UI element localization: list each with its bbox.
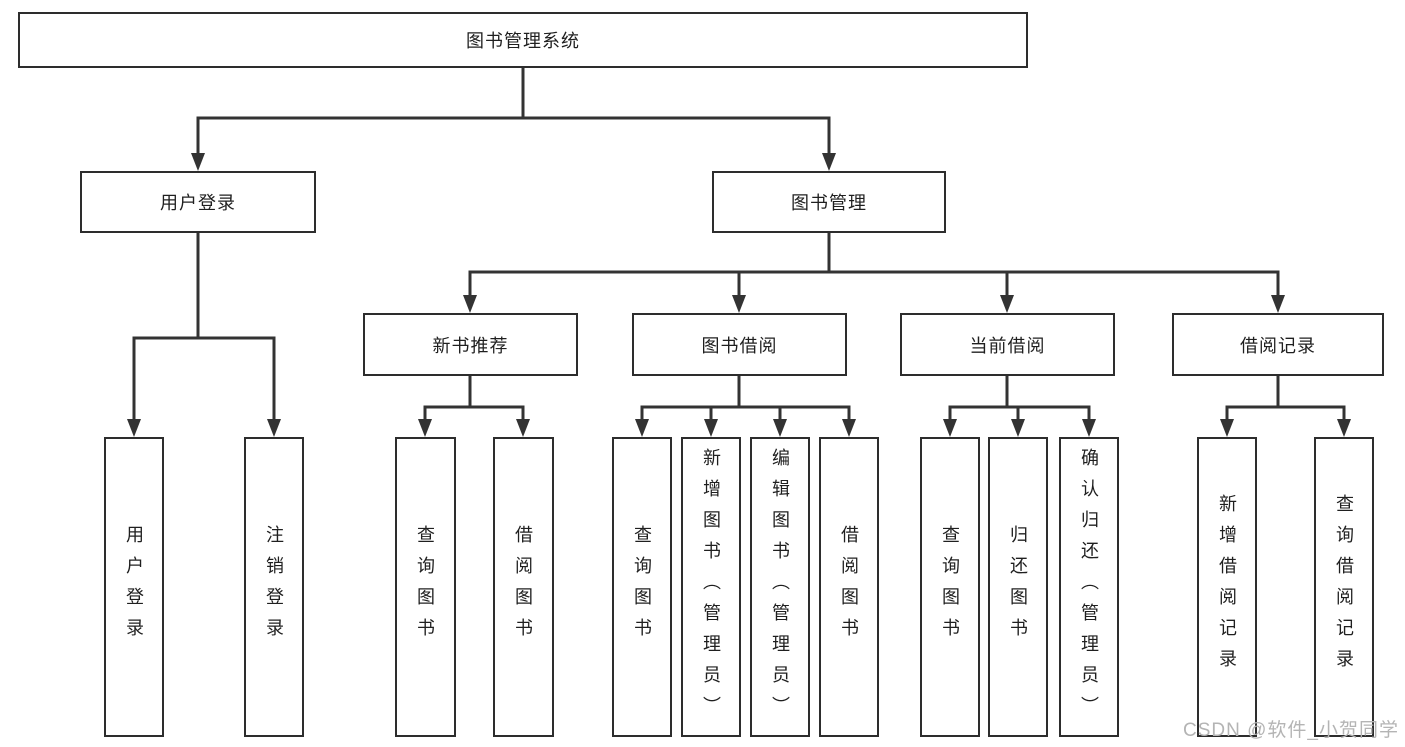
connector-root-to-level2 xyxy=(191,66,836,171)
connector-current-borrowing-to-leaves xyxy=(943,374,1096,437)
node-current-borrowing: 当前借阅 xyxy=(900,313,1115,376)
node-query-books-3: 查询图书 xyxy=(920,437,980,737)
watermark: CSDN @软件_小贺同学 xyxy=(1183,720,1399,741)
connector-new-book-recommendation-to-leaves xyxy=(418,374,530,437)
node-borrow-books-2: 借阅图书 xyxy=(819,437,879,737)
node-user-login-action: 用户登录 xyxy=(104,437,164,737)
node-borrow-books-1: 借阅图书 xyxy=(493,437,554,737)
node-logout: 注销登录 xyxy=(244,437,304,737)
node-query-books-1: 查询图书 xyxy=(395,437,456,737)
node-add-borrow-record: 新增借阅记录 xyxy=(1197,437,1257,737)
node-book-borrowing: 图书借阅 xyxy=(632,313,847,376)
node-user-login: 用户登录 xyxy=(80,171,316,233)
connector-user-login-to-leaves xyxy=(127,231,281,437)
node-return-books: 归还图书 xyxy=(988,437,1048,737)
node-query-borrow-record: 查询借阅记录 xyxy=(1314,437,1374,737)
connector-book-management-to-level3 xyxy=(463,231,1285,313)
node-edit-book-admin: 编辑图书（管理员） xyxy=(750,437,810,737)
connector-book-borrowing-to-leaves xyxy=(635,374,856,437)
node-library-management-system: 图书管理系统 xyxy=(18,12,1028,68)
node-borrowing-records: 借阅记录 xyxy=(1172,313,1384,376)
node-new-book-recommendation: 新书推荐 xyxy=(363,313,578,376)
connector-borrowing-records-to-leaves xyxy=(1220,374,1351,437)
node-book-management: 图书管理 xyxy=(712,171,946,233)
node-confirm-return-admin: 确认归还（管理员） xyxy=(1059,437,1119,737)
node-add-book-admin: 新增图书（管理员） xyxy=(681,437,741,737)
node-query-books-2: 查询图书 xyxy=(612,437,672,737)
